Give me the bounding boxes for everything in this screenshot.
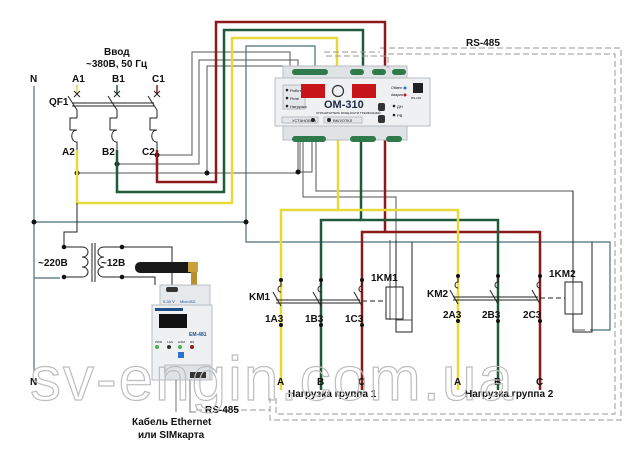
- input-spec: ~380В, 50 Гц: [86, 59, 148, 70]
- junction-dot: [319, 323, 323, 327]
- junction-dot: [456, 274, 460, 278]
- breaker-label: QF1: [49, 97, 69, 108]
- phase-out-b-label: B2: [102, 147, 115, 158]
- junction-dot: [31, 219, 37, 225]
- om310-setup-label: УСТАНОВКА: [292, 118, 316, 123]
- om310-display-left: [301, 84, 325, 98]
- om310-led-label: Работа: [290, 88, 304, 93]
- phase-c-wire: [155, 20, 542, 390]
- transformer-primary-label: ~220В: [38, 258, 68, 269]
- contactor-km1: [272, 240, 413, 333]
- junction-dot: [496, 274, 500, 278]
- em481-led-label: GSM: [178, 340, 185, 344]
- om310-device: Работа Реле Нагрузка ОМ-310 ОГРАНИЧИТЕЛЬ…: [274, 65, 431, 142]
- km1-contact-c: 1C3: [345, 314, 364, 325]
- rs485-label-bottom: RS-485: [205, 405, 239, 416]
- em481-led-label: RS: [190, 340, 194, 344]
- km1-contact-a: 1A3: [265, 314, 284, 325]
- em481-cable-line1: Кабель Ethernet: [132, 416, 212, 428]
- neutral-label-bottom: N: [30, 377, 37, 388]
- km1-contact-b: 1B3: [305, 314, 324, 325]
- om310-led-exchange: Обмен: [391, 86, 402, 90]
- junction-dot: [295, 169, 301, 175]
- om310-led-label: Нагрузка: [290, 104, 307, 109]
- junction-dot: [538, 319, 542, 323]
- om310-led-alarm: Авария: [391, 93, 403, 97]
- junction-dot: [204, 170, 210, 176]
- om310-up-button[interactable]: [378, 103, 385, 111]
- neutral-to-om310: [245, 45, 316, 160]
- km2-coil-label: 1KM2: [549, 269, 576, 280]
- om310-rs485-link: [324, 51, 389, 68]
- em481-slot-label: MicroSD: [180, 299, 195, 304]
- om310-subtitle: ОГРАНИЧИТЕЛЬ МОЩНОСТИ ТРЕХФАЗНЫЙ: [316, 111, 381, 115]
- neutral-wire: [33, 86, 611, 372]
- phase-in-c-label: C1: [152, 74, 165, 85]
- rs485-bus: [196, 47, 622, 421]
- rs232-label: RS-232: [411, 96, 422, 100]
- phase-in-b-label: B1: [112, 74, 125, 85]
- junction-dot: [360, 278, 364, 282]
- om310-onoff-button[interactable]: [323, 116, 363, 124]
- group2-name: Нагрузка группа 2: [465, 389, 554, 400]
- em481-screen: [159, 314, 187, 328]
- junction-dot: [360, 323, 364, 327]
- junction-dot: [119, 244, 125, 250]
- em481-led-label: LAN: [167, 340, 173, 344]
- junction-dot: [496, 319, 500, 323]
- em481-model: EM-481: [189, 332, 207, 338]
- phase-out-a-label: A2: [62, 147, 75, 158]
- rs232-port[interactable]: [413, 83, 423, 93]
- em481-device: 9-30 V MicroSD EM-481 PWR LAN GSM RS: [135, 262, 213, 381]
- km2-label: KM2: [427, 289, 449, 300]
- group1-phase-a: A: [277, 377, 284, 388]
- group1-phase-b: B: [317, 377, 324, 388]
- em481-led-label: PWR: [155, 340, 163, 344]
- group2-phase-b: B: [494, 377, 501, 388]
- om310-logo: [331, 84, 345, 98]
- group2-phase-a: A: [454, 377, 461, 388]
- watermark: sv-engin.com.ua: [30, 345, 515, 414]
- group1-name: Нагрузка группа 1: [288, 389, 377, 400]
- om310-display-right: [352, 84, 376, 98]
- breaker-qf1: [67, 90, 161, 150]
- group2-phase-c: C: [536, 377, 543, 388]
- junction-dot: [119, 274, 125, 280]
- input-title: Ввод: [104, 47, 130, 58]
- om310-onoff-label: ВКЛ/ОТКЛ: [333, 118, 353, 123]
- km1-label: KM1: [249, 292, 271, 303]
- phase-b-wire: [115, 28, 500, 390]
- junction-dot: [456, 319, 460, 323]
- em481-cable: [175, 380, 196, 413]
- om310-led-label: Реле: [290, 96, 300, 101]
- junction-dot: [538, 274, 542, 278]
- phase-in-a-label: A1: [72, 74, 85, 85]
- junction-dot: [319, 278, 323, 282]
- om310-setup-button[interactable]: [281, 116, 319, 124]
- junction-dot: [279, 323, 283, 327]
- om310-relay-label: РВ: [397, 113, 403, 118]
- em481-cable-line2: или SIMкарта: [138, 430, 205, 441]
- neutral-label-top: N: [30, 74, 37, 85]
- phase-out-c-label: C2: [142, 147, 155, 158]
- group1-phase-c: C: [358, 377, 365, 388]
- junction-dot: [279, 278, 283, 282]
- junction-dot: [61, 244, 67, 250]
- junction-dot: [61, 274, 67, 280]
- km2-contact-c: 2C3: [523, 310, 542, 321]
- km1-coil-label: 1KM1: [371, 273, 398, 284]
- contactor-km2: [449, 191, 593, 333]
- rs485-label-top: RS-485: [466, 38, 500, 49]
- om310-down-button[interactable]: [378, 115, 385, 123]
- transformer-secondary-label: ~12В: [101, 258, 125, 269]
- em481-power-label: 9-30 V: [163, 299, 175, 304]
- om310-model: ОМ-310: [324, 99, 364, 111]
- junction-dot: [243, 219, 249, 225]
- km2-contact-b: 2B3: [482, 310, 501, 321]
- km2-contact-a: 2A3: [443, 310, 462, 321]
- om310-relay-label: ДН: [397, 104, 403, 109]
- antenna-icon: [135, 262, 195, 273]
